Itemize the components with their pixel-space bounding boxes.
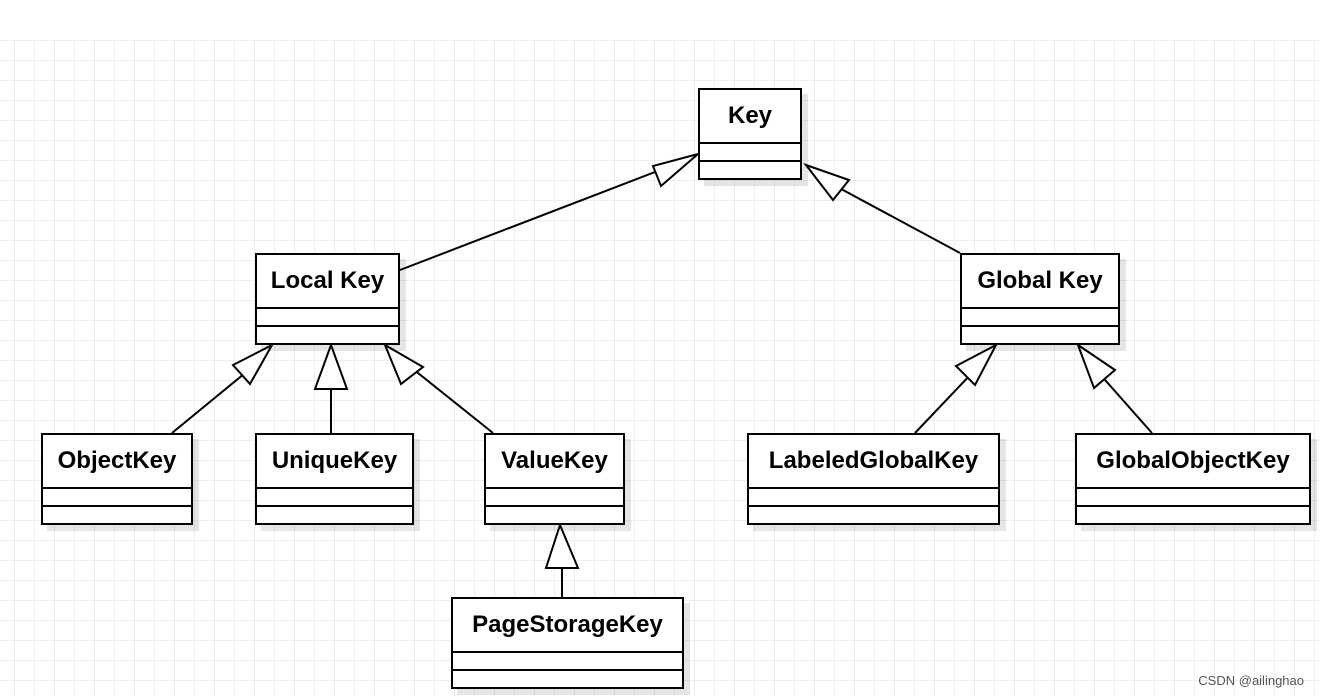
class-global-key-name: Global Key (962, 255, 1118, 309)
class-global-key: Global Key (960, 253, 1120, 345)
class-object-key-methods (43, 507, 191, 523)
arrowhead-valuekey-localkey (382, 342, 425, 386)
watermark: CSDN @ailinghao (1198, 673, 1304, 688)
class-unique-key-name: UniqueKey (257, 435, 412, 489)
class-global-object-key-methods (1077, 507, 1309, 523)
class-key-name: Key (700, 90, 800, 144)
class-labeled-global-key-methods (749, 507, 998, 523)
class-page-storage-key-attributes (453, 653, 682, 671)
class-local-key-methods (257, 327, 398, 343)
edge-objectkey-localkey (171, 368, 251, 434)
class-global-object-key-name: GlobalObjectKey (1077, 435, 1309, 489)
class-local-key: Local Key (255, 253, 400, 345)
edge-localkey-key (399, 166, 669, 271)
edge-globalkey-key (829, 182, 961, 254)
class-page-storage-key: PageStorageKey (451, 597, 684, 689)
class-page-storage-key-methods (453, 671, 682, 687)
edge-labeledglobalkey-globalkey (914, 371, 974, 434)
class-value-key: ValueKey (484, 433, 625, 525)
arrowhead-globalobjectkey-globalkey (1075, 342, 1117, 390)
class-labeled-global-key: LabeledGlobalKey (747, 433, 1000, 525)
class-page-storage-key-name: PageStorageKey (453, 599, 682, 653)
class-local-key-attributes (257, 309, 398, 327)
edge-globalobjectkey-globalkey (1097, 371, 1153, 434)
arrowhead-globalkey-key (803, 162, 851, 202)
class-value-key-attributes (486, 489, 623, 507)
arrowhead-pagestoragekey-valuekey (544, 522, 580, 569)
class-object-key: ObjectKey (41, 433, 193, 525)
arrowhead-uniquekey-localkey (313, 342, 349, 390)
class-labeled-global-key-name: LabeledGlobalKey (749, 435, 998, 489)
arrowhead-localkey-key (651, 153, 699, 188)
class-unique-key-attributes (257, 489, 412, 507)
top-band (0, 0, 1320, 40)
arrowhead-objectkey-localkey (231, 342, 275, 386)
class-value-key-name: ValueKey (486, 435, 623, 489)
class-global-object-key-attributes (1077, 489, 1309, 507)
class-key-attributes (700, 144, 800, 162)
class-key: Key (698, 88, 802, 180)
arrowhead-labeledglobalkey-globalkey (954, 342, 999, 387)
class-global-key-attributes (962, 309, 1118, 327)
class-local-key-name: Local Key (257, 255, 398, 309)
class-unique-key: UniqueKey (255, 433, 414, 525)
class-unique-key-methods (257, 507, 412, 523)
class-labeled-global-key-attributes (749, 489, 998, 507)
class-global-key-methods (962, 327, 1118, 343)
class-object-key-name: ObjectKey (43, 435, 191, 489)
class-key-methods (700, 162, 800, 178)
class-global-object-key: GlobalObjectKey (1075, 433, 1311, 525)
class-object-key-attributes (43, 489, 191, 507)
edge-valuekey-localkey (412, 368, 494, 434)
class-value-key-methods (486, 507, 623, 523)
